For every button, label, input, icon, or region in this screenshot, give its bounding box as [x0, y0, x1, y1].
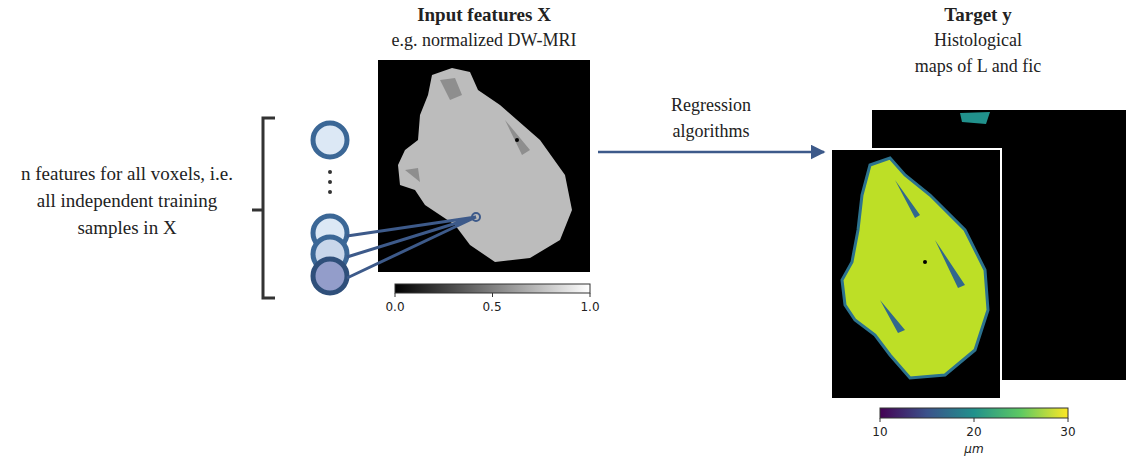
- tissue-map-streaks: [880, 180, 965, 333]
- bracket-note: n features for all voxels, i.e. all inde…: [18, 160, 236, 241]
- voxel-link: [347, 217, 476, 278]
- ellipsis-dot: [328, 170, 332, 174]
- colorbar-tick: 30: [1048, 425, 1088, 439]
- colorbar-tick: 20: [954, 425, 994, 439]
- colorbar-tick: 0.5: [472, 300, 512, 314]
- panel-subtitle: Histological maps of L and fic: [914, 27, 1042, 79]
- colorbar-tick: 0.0: [375, 300, 415, 314]
- tissue-dot: [923, 260, 927, 264]
- colorbar: [880, 408, 1068, 418]
- bracket: [252, 118, 275, 298]
- feature-circle: [313, 259, 347, 293]
- tissue-map: [842, 158, 988, 378]
- tissue-dot: [515, 138, 519, 142]
- colorbar-ticks: [880, 418, 1068, 422]
- image-panel: Target yHistological maps of L and fic: [830, 2, 1126, 400]
- colorbar-tick: 1.0: [570, 300, 610, 314]
- panel-subtitle: e.g. normalized DW-MRI: [378, 27, 590, 53]
- ellipsis-dot: [328, 180, 332, 184]
- voxel-marker: [472, 213, 480, 221]
- image-panel: Input features Xe.g. normalized DW-MRI: [378, 2, 590, 272]
- edge-label: Regression algorithms: [651, 92, 771, 144]
- tissue-back: [960, 112, 990, 124]
- colorbar-tick: 10: [860, 425, 900, 439]
- colorbar-ticks: [395, 293, 590, 297]
- colorbar: [395, 284, 590, 293]
- tissue-texture: [405, 78, 530, 182]
- colorbar-unit: μm: [954, 442, 994, 456]
- panel-title: Target y: [830, 2, 1126, 27]
- feature-circle: [313, 123, 347, 157]
- histology-map: [831, 149, 1001, 399]
- panel-title: Input features X: [378, 2, 590, 27]
- arrow: [598, 151, 824, 154]
- ellipsis-dot: [328, 190, 332, 194]
- mri-image: [378, 60, 590, 272]
